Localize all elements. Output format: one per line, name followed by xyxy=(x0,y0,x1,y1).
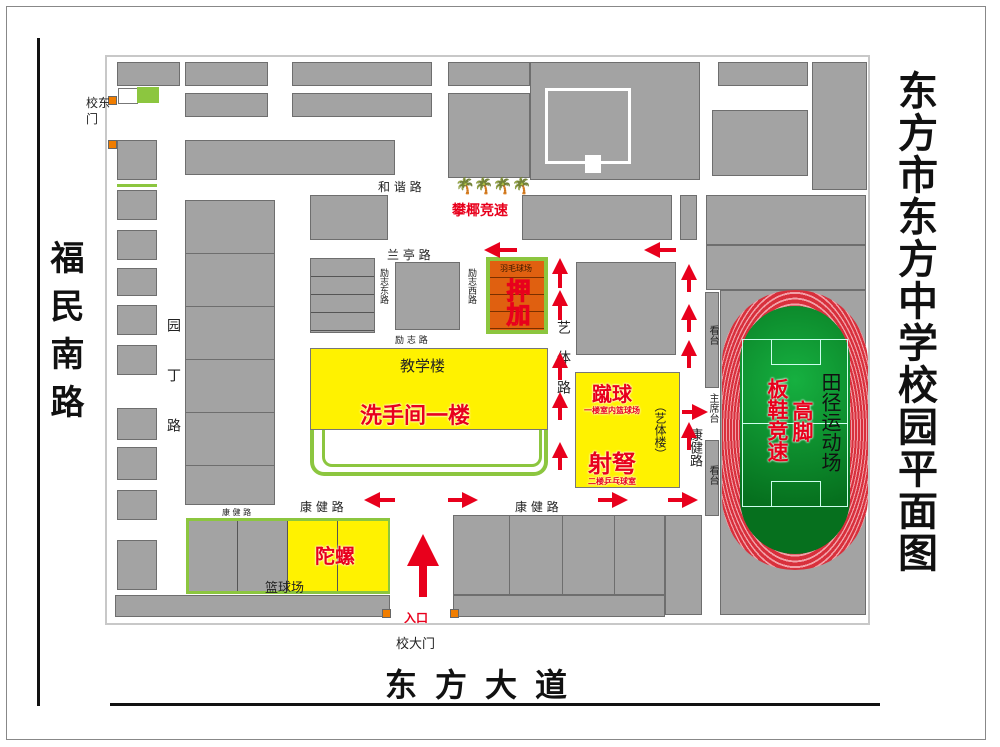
road-kangjian-mid: 康 健 路 xyxy=(515,500,559,514)
map-title: 东方市东方中学校园平面图 xyxy=(891,70,938,574)
road-lizhi-east: 励志东路 xyxy=(378,268,388,304)
badminton-label: 羽毛球场 xyxy=(500,264,532,273)
event-yajia: 押加 xyxy=(502,278,532,327)
floor2-label: 二楼乒乓球室 xyxy=(588,476,636,486)
main-gate-label: 校大门 xyxy=(396,637,436,652)
east-gate-label: 校东门 xyxy=(86,96,111,126)
east-gate-marker xyxy=(108,96,117,105)
event-board-shoes: 板鞋竞速 xyxy=(765,378,790,462)
road-label-south: 东方大道 xyxy=(385,666,586,704)
basketball-court xyxy=(186,518,390,594)
road-hexie: 和 谐 路 xyxy=(378,180,422,194)
art-sports-building xyxy=(575,372,680,488)
teaching-courtyard xyxy=(310,430,548,476)
event-tuoluo: 陀螺 xyxy=(315,544,355,568)
football-field xyxy=(740,306,850,554)
main-gate-marker-right xyxy=(450,609,459,618)
event-toilet: 洗手间一楼 xyxy=(360,403,471,429)
road-yuanding: 园 丁 路 xyxy=(165,318,181,442)
road-kangjian-left: 康 健 路 xyxy=(300,500,344,514)
event-stilts: 高脚 xyxy=(790,400,815,442)
road-kangjian-small: 康 健 路 xyxy=(222,508,252,517)
stand-label-1: 看台 xyxy=(707,325,718,345)
stand-label-2: 看台 xyxy=(707,465,718,485)
main-gate-marker-left xyxy=(382,609,391,618)
teaching-building-label: 教学楼 xyxy=(400,357,446,375)
road-lanting: 兰 亭 路 xyxy=(387,248,431,262)
map-frame xyxy=(6,6,986,740)
event-cuqiu: 蹴球 xyxy=(592,382,632,406)
east-gate-marker-2 xyxy=(108,140,117,149)
palm-tree-icons: 🌴🌴🌴🌴 xyxy=(455,176,532,195)
road-label-west: 福民南路 xyxy=(44,240,84,432)
south-road-line xyxy=(110,703,880,706)
entrance-label: 入口 xyxy=(404,611,429,625)
teaching-building xyxy=(310,348,548,430)
field-lines xyxy=(742,339,848,507)
event-shenu: 射弩 xyxy=(588,449,636,478)
road-lizhi-west: 励志西路 xyxy=(466,268,476,304)
main-stand-label: 主席台 xyxy=(707,393,718,423)
track-label: 田径运动场 xyxy=(818,372,842,472)
west-road-line xyxy=(37,38,40,706)
road-lizhi: 励 志 路 xyxy=(395,336,428,346)
floor1-label: 一楼室内篮球场 xyxy=(584,405,640,415)
basketball-label: 篮球场 xyxy=(265,581,305,596)
art-sports-label: （艺体楼） xyxy=(653,400,667,460)
event-coconut: 攀椰竞速 xyxy=(452,203,508,219)
